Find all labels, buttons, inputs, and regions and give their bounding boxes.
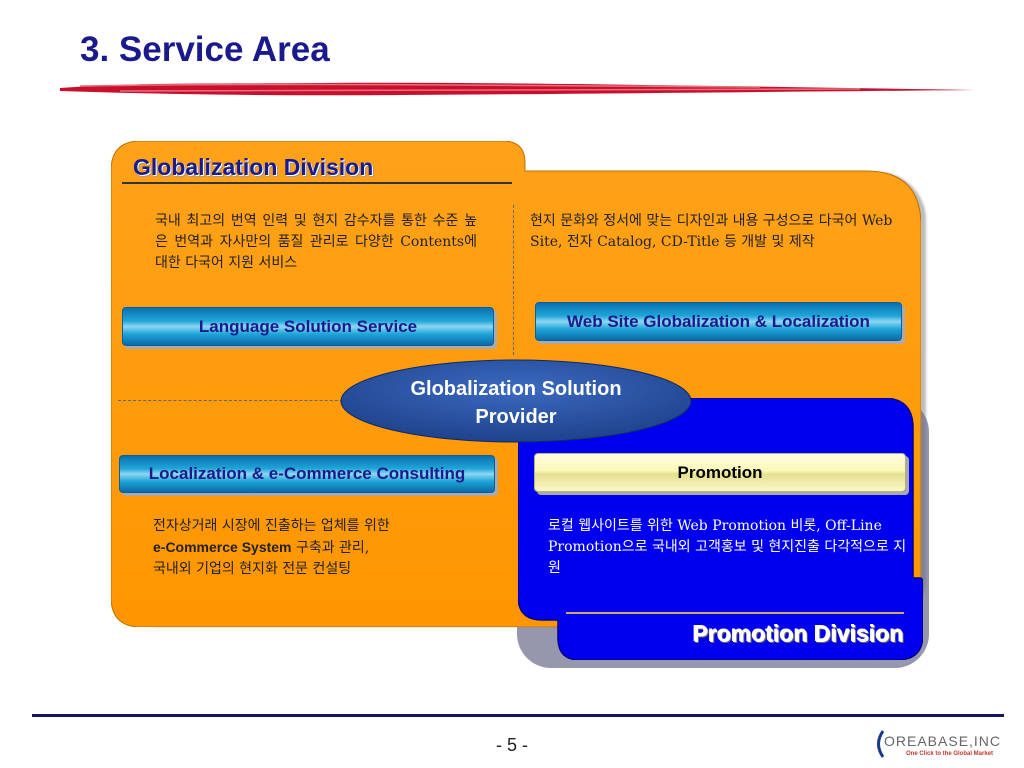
promotion-button[interactable]: Promotion bbox=[534, 453, 906, 492]
footer-divider bbox=[32, 714, 1004, 717]
ecommerce-line2: e-Commerce System 구축과 관리, bbox=[153, 537, 493, 559]
company-tagline: One Click to the Global Market bbox=[906, 751, 994, 757]
promotion-description: 로컬 웹사이트를 위한 Web Promotion 비롯, Off-Line P… bbox=[548, 518, 907, 576]
company-logo-text: OREABASE,INC bbox=[884, 733, 1002, 749]
promotion-title-line bbox=[566, 612, 904, 614]
page-number: - 5 - bbox=[495, 735, 528, 755]
solution-provider-ellipse bbox=[340, 359, 692, 443]
solution-provider-label: Globalization Solution Provider bbox=[365, 375, 667, 431]
red-brush-stroke bbox=[60, 82, 975, 96]
koreabase-logo-icon bbox=[877, 730, 885, 758]
translation-service-description: 국내 최고의 번역 인력 및 현지 감수자를 통한 수준 높은 번역과 자사만의… bbox=[155, 213, 477, 271]
ecommerce-line3: 국내외 기업의 현지화 전문 컨설팅 bbox=[153, 561, 352, 577]
web-site-globalization-button[interactable]: Web Site Globalization & Localization bbox=[535, 302, 902, 341]
ecommerce-consulting-description: 전자상거래 시장에 진출하는 업체를 위한 e-Commerce System … bbox=[153, 516, 493, 580]
ecommerce-line2-rest: 구축과 관리, bbox=[291, 540, 370, 556]
dashed-divider-horizontal bbox=[118, 400, 373, 401]
dashed-divider-vertical bbox=[513, 205, 514, 355]
slide-title: 3. Service Area bbox=[80, 30, 330, 69]
language-solution-service-button[interactable]: Language Solution Service bbox=[122, 307, 494, 346]
solution-provider-line2: Provider bbox=[475, 406, 557, 428]
solution-provider-line1: Globalization Solution bbox=[410, 378, 622, 400]
division-title-underline bbox=[122, 182, 512, 184]
web-design-description: 현지 문화와 정서에 맞는 디자인과 내용 구성으로 다국어 Web Site,… bbox=[530, 213, 893, 250]
ecommerce-line1: 전자상거래 시장에 진출하는 업체를 위한 bbox=[153, 518, 390, 534]
ecommerce-system-term: e-Commerce System bbox=[153, 539, 292, 555]
localization-consulting-button[interactable]: Localization & e-Commerce Consulting bbox=[119, 455, 495, 493]
promotion-division-title: Promotion Division bbox=[692, 620, 903, 646]
globalization-division-title: Globalization Division bbox=[133, 154, 374, 180]
